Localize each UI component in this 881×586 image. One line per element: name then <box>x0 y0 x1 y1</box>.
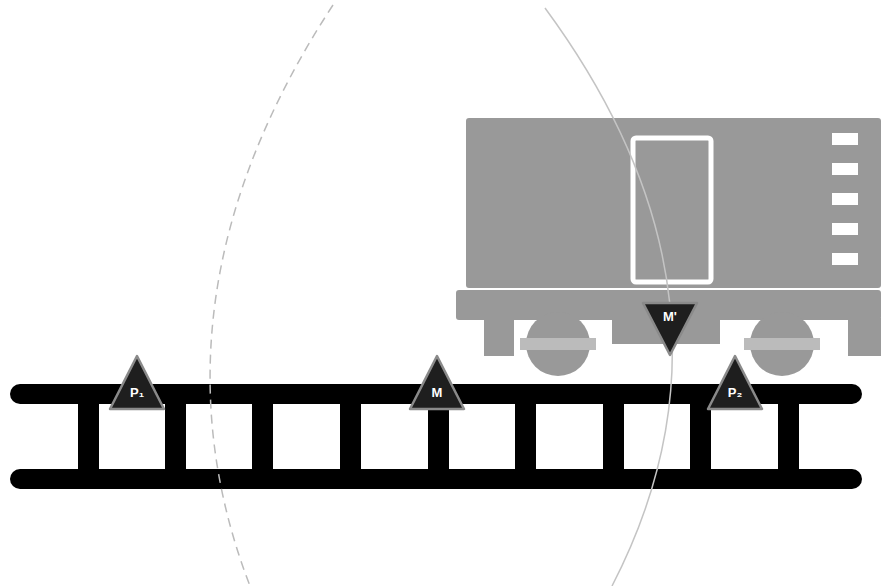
triangle-outline <box>643 303 697 355</box>
triangle-shape <box>409 355 465 410</box>
observer-triangle-down: M' <box>642 302 698 356</box>
triangle-outline <box>110 356 164 409</box>
point-label: M' <box>642 310 698 324</box>
triangle-shape <box>109 355 165 410</box>
triangle-shape <box>707 355 763 410</box>
dashed-wavefront <box>210 5 333 586</box>
observer-triangle: P₂ <box>707 355 763 410</box>
railway-track <box>10 384 862 489</box>
point-label: M <box>409 386 465 400</box>
triangle-outline <box>410 356 464 409</box>
point-label: P₂ <box>707 386 763 400</box>
train-car <box>456 118 881 376</box>
solid-wavefront <box>545 8 672 586</box>
point-label: P₁ <box>109 386 165 400</box>
triangle-outline <box>708 356 762 409</box>
observer-triangle: M <box>409 355 465 410</box>
observer-triangle: P₁ <box>109 355 165 410</box>
